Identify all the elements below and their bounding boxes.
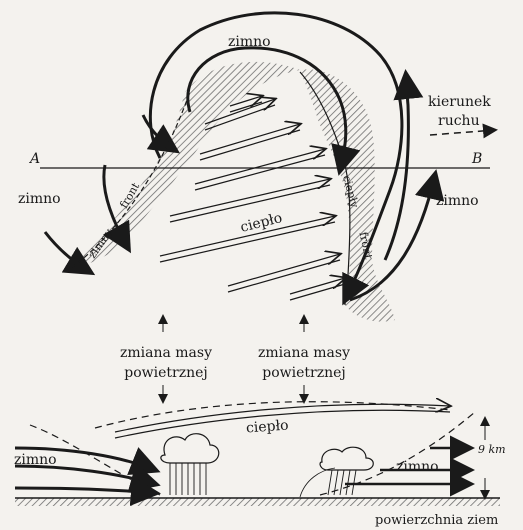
annotation-right-line1: zmiana masy xyxy=(252,346,356,360)
plan-view xyxy=(40,13,495,332)
left-cloud xyxy=(161,434,219,463)
section-end-label: B xyxy=(472,152,482,166)
warm-arrow xyxy=(290,278,345,300)
left-rain xyxy=(170,463,206,495)
annotation-left-line1: zmiana masy xyxy=(118,346,214,360)
warm-arrow xyxy=(170,179,330,222)
cold-air-arrow-left-2 xyxy=(15,466,155,484)
left-cold-label: zimno xyxy=(18,192,61,206)
height-label: 9 km xyxy=(478,444,506,455)
top-cold-label: zimno xyxy=(228,35,271,49)
section-start-label: A xyxy=(30,152,40,166)
motion-label-line1: kierunek xyxy=(428,95,491,109)
ground-hatch xyxy=(15,498,500,506)
right-cold-label: zimno xyxy=(436,194,479,208)
left-cold-arrow-2 xyxy=(45,232,90,272)
motion-label-line2: ruchu xyxy=(438,114,480,128)
warm-arrow xyxy=(200,124,300,160)
cross-section-left-cold-label: zimno xyxy=(14,453,57,467)
cross-section xyxy=(15,385,500,506)
motion-dashed-arrow xyxy=(430,130,495,135)
right-cloud-rain xyxy=(300,447,373,497)
cross-section-right-cold-label: zimno xyxy=(396,460,439,474)
warm-arrow xyxy=(228,254,340,292)
right-cloud xyxy=(320,447,373,470)
annotation-right-line2: powietrznej xyxy=(252,366,356,380)
cold-air-arrow-left-3 xyxy=(15,488,155,493)
cross-section-warm-label: ciepło xyxy=(246,419,289,436)
ground-label: powierzchnia ziem xyxy=(375,514,498,527)
left-cloud-rain xyxy=(161,434,219,495)
annotation-left-line2: powietrznej xyxy=(118,366,214,380)
